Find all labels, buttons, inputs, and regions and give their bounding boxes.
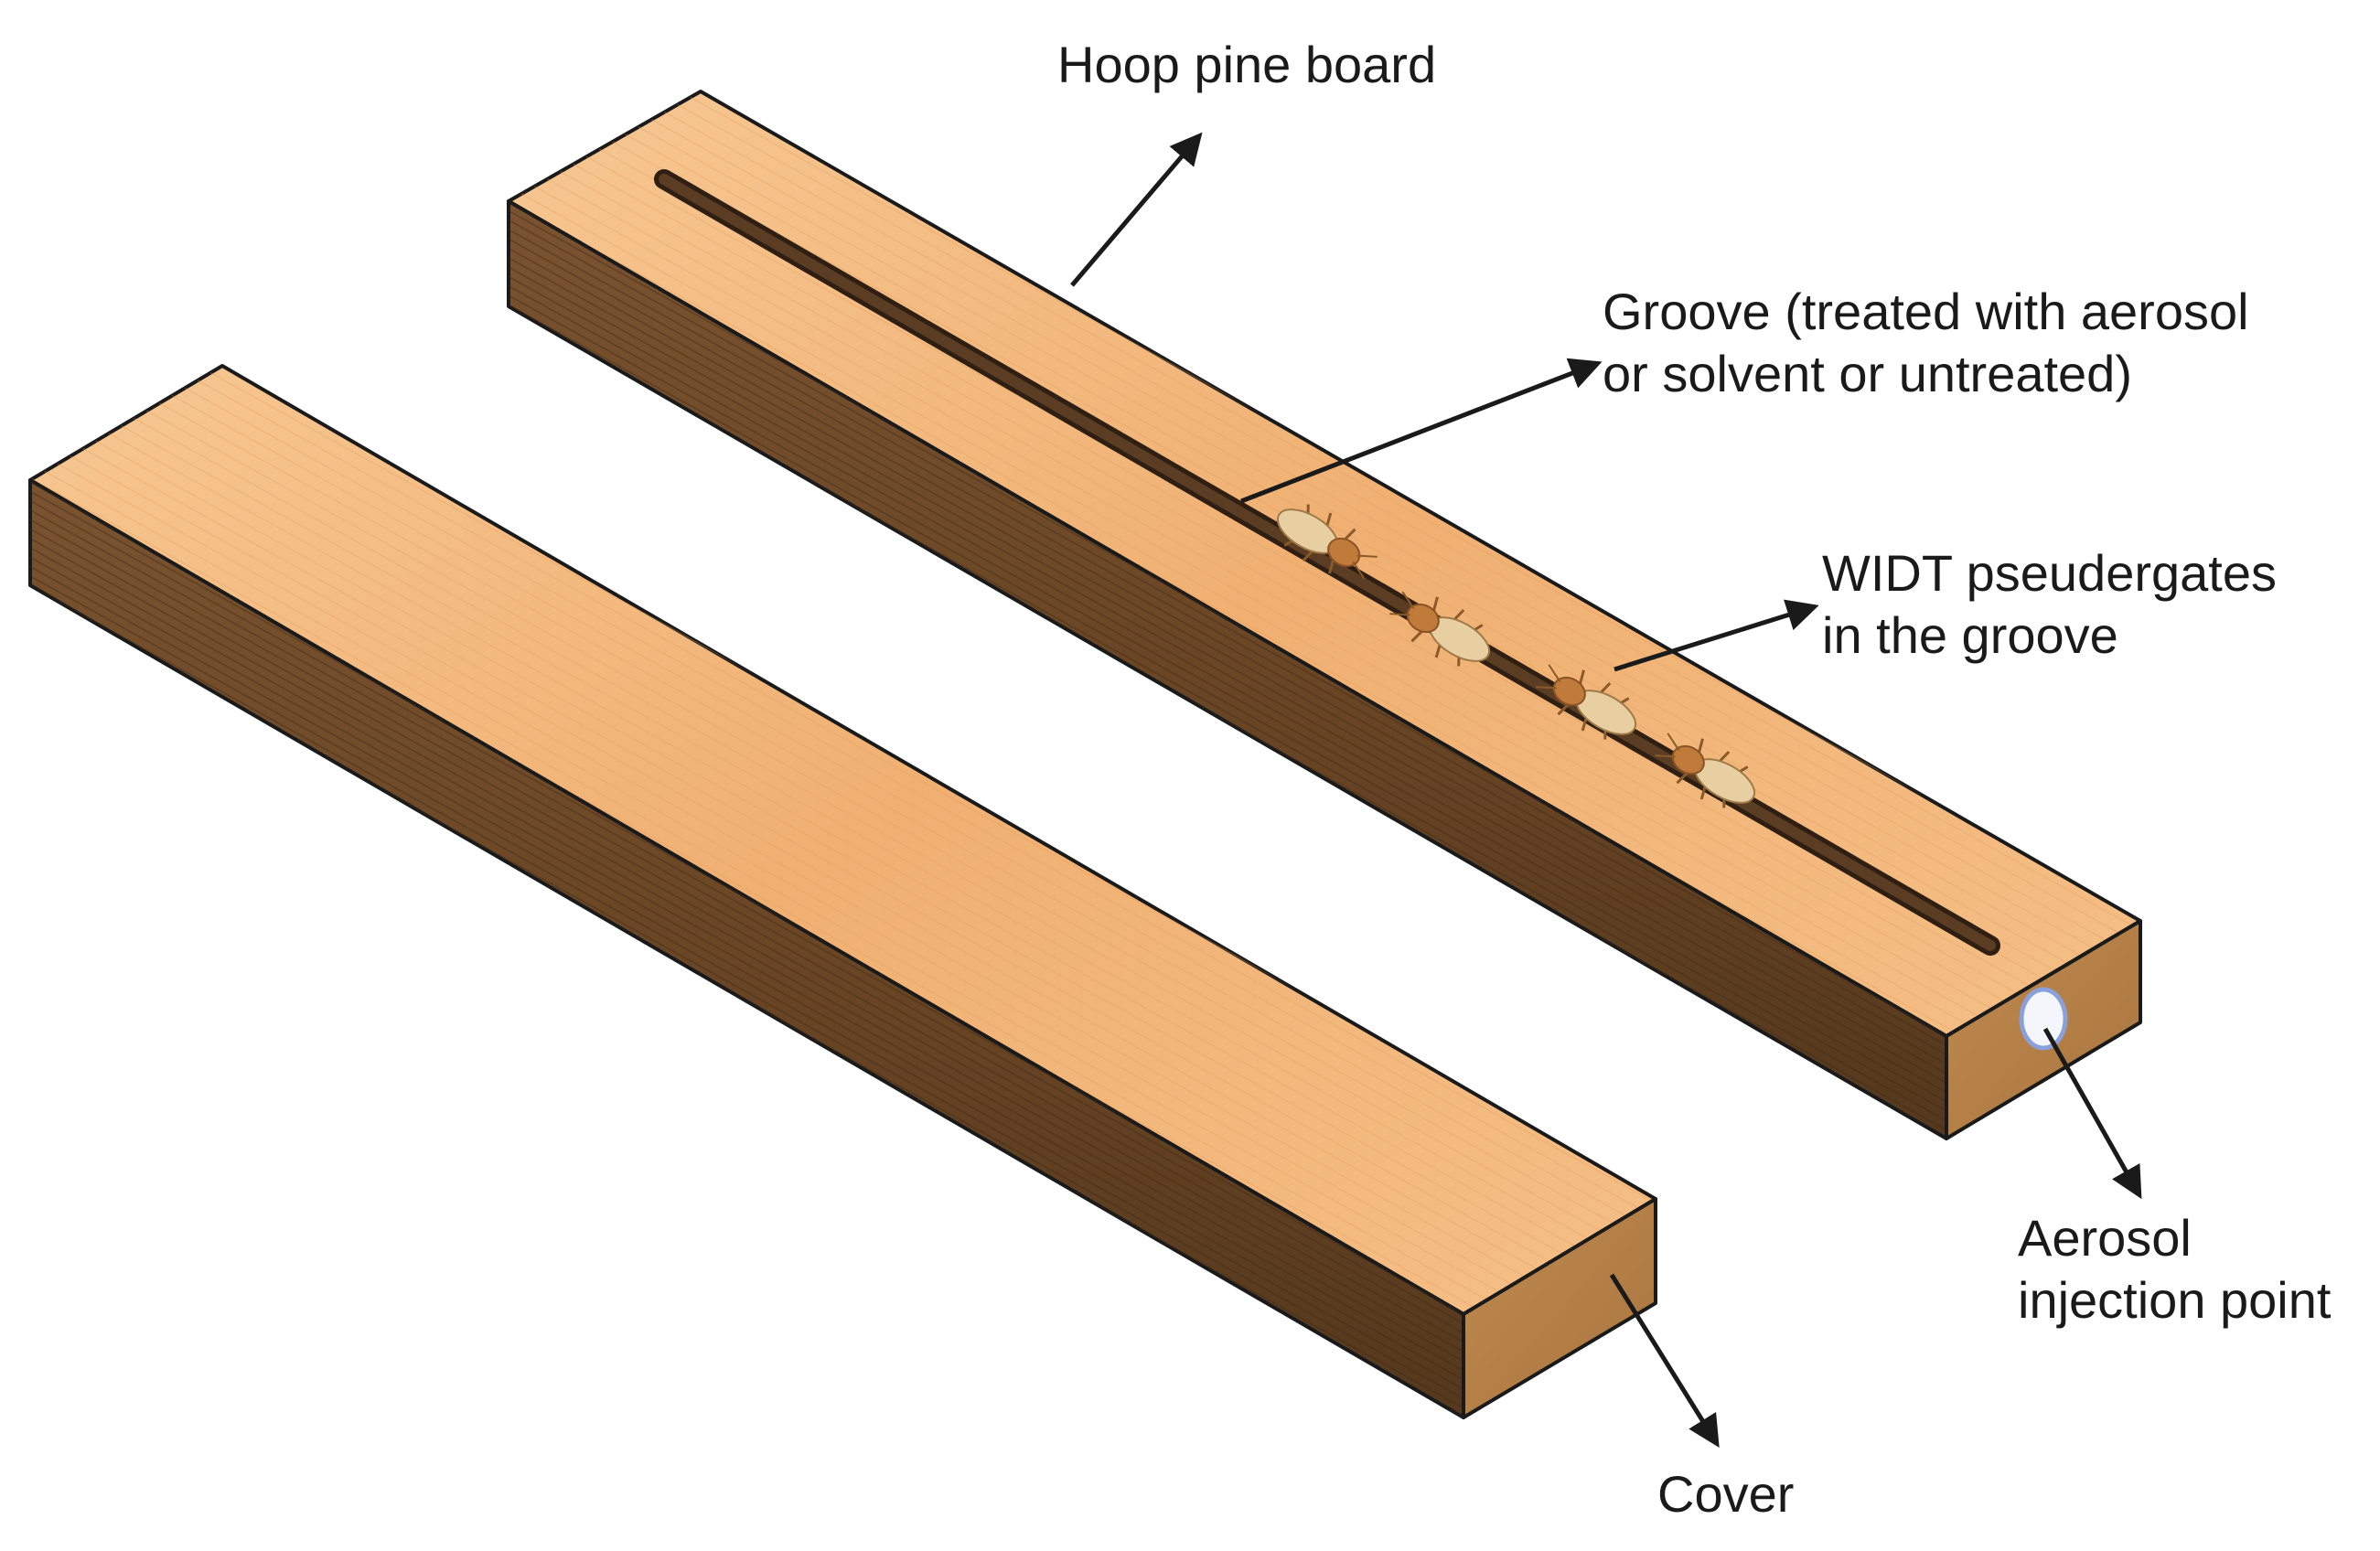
termites-group — [1276, 504, 1756, 808]
groove-inner — [659, 174, 1996, 951]
termite-icon — [1276, 504, 1378, 580]
arrow-aerosol-injection — [2042, 1027, 2142, 1200]
termite-icon — [1389, 591, 1491, 667]
cover-end-face — [1462, 1197, 1657, 1419]
injection-hole — [2019, 987, 2068, 1051]
label-aerosol-line-1: Aerosol — [2018, 1209, 2192, 1267]
arrow-groove — [1240, 358, 1603, 504]
label-hoop-pine-board: Hoop pine board — [1057, 36, 1436, 93]
arrow-cover — [1609, 1273, 1720, 1448]
arrow-hoop-pine-board — [1070, 132, 1203, 287]
label-widt-line-2: in the groove — [1822, 606, 2118, 664]
termite-icon — [1655, 733, 1756, 808]
board-long-side-grain — [509, 201, 1946, 1139]
label-widt-line-1: WIDT pseudergates — [1822, 544, 2277, 602]
cover-board — [28, 364, 1657, 1419]
termite-icon — [1536, 664, 1637, 740]
cover-top-grain — [30, 366, 1656, 1314]
label-groove-line-1: Groove (treated with aerosol — [1603, 283, 2249, 340]
arrow-widt-pseudergates — [1613, 599, 1819, 672]
label-cover: Cover — [1657, 1465, 1794, 1523]
label-aerosol-line-2: injection point — [2018, 1271, 2332, 1329]
cover-long-side-grain — [30, 480, 1463, 1417]
label-groove-line-2: or solvent or untreated) — [1603, 345, 2132, 402]
